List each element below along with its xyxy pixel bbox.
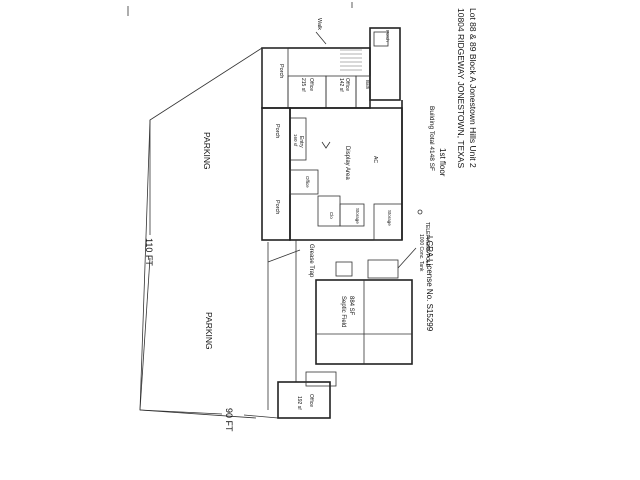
dimension-line bbox=[139, 257, 151, 411]
office-b-label: Office bbox=[344, 78, 350, 91]
grease-trap-box bbox=[335, 261, 353, 277]
small-office-annex bbox=[305, 371, 337, 387]
telephone-pole-label: TELEPHONE POLE bbox=[424, 222, 430, 268]
tank-box bbox=[367, 259, 399, 279]
display-area-label: Display Area bbox=[344, 146, 350, 180]
property-line bbox=[139, 47, 263, 419]
septic-area: 884 SF bbox=[348, 296, 354, 316]
grease-trap-label: Grease Trap bbox=[308, 244, 314, 278]
closet-label: Clo bbox=[329, 212, 334, 219]
walk-label: Walk bbox=[316, 18, 322, 30]
site-edge bbox=[267, 249, 301, 263]
walk-arrow bbox=[315, 31, 327, 45]
small-office-outline bbox=[277, 381, 331, 419]
stair-block-outline bbox=[369, 27, 401, 101]
header-address-line: 10804 RIDGEWAY JONESTOWN, TEXAS bbox=[456, 8, 466, 168]
tank-leader bbox=[397, 247, 417, 269]
office-a-outline bbox=[287, 75, 327, 109]
septic-label: Septic Field bbox=[340, 296, 346, 327]
parking-label-upper: PARKING bbox=[202, 132, 212, 170]
ac-note: AC bbox=[372, 156, 378, 163]
parking-label-lower: PARKING bbox=[204, 312, 214, 350]
entry-label: Entry bbox=[298, 136, 304, 148]
small-office-area: 192 sf bbox=[296, 396, 302, 410]
porch-top-label: Porch bbox=[278, 64, 284, 78]
storage-label: Storage bbox=[355, 208, 360, 224]
dimension-line bbox=[139, 409, 223, 415]
porch-small-label: Porch bbox=[385, 30, 390, 42]
closet-outline bbox=[317, 195, 341, 227]
door-swing bbox=[321, 141, 331, 149]
office-c-label: Office bbox=[305, 176, 310, 188]
dimension-line bbox=[243, 414, 279, 419]
dimension-110-ft: 110 FT bbox=[144, 238, 154, 266]
small-office-label: Office bbox=[308, 394, 314, 407]
telephone-pole-marker bbox=[417, 209, 423, 215]
header-building-total: Building Total 4148 SF bbox=[428, 106, 435, 171]
storage-outline bbox=[339, 203, 365, 227]
office-c-outline bbox=[289, 169, 319, 195]
stairs bbox=[340, 49, 362, 71]
bath-label: Bath bbox=[365, 80, 370, 90]
porch-small-box bbox=[373, 31, 389, 47]
header-lot-line: Lot 88 & 89 Block A Jonestown Hills Unit… bbox=[468, 8, 478, 168]
office-a-label: Office bbox=[308, 78, 314, 91]
porch-left-label: Porch bbox=[274, 124, 280, 138]
tank-label: 1000 Conc. Tank bbox=[418, 234, 424, 272]
office-a-area: 215 sf bbox=[300, 78, 306, 92]
porch-right-label: Porch bbox=[274, 200, 280, 214]
header-license: LCRA License No. S15299 bbox=[425, 236, 434, 332]
dimension-90-ft: 90 FT bbox=[224, 408, 234, 432]
storage-right-label: Storage bbox=[387, 210, 392, 226]
entry-area: 160 sf bbox=[293, 134, 298, 147]
header-floor: 1st floor bbox=[438, 148, 447, 177]
office-b-area: 142 sf bbox=[338, 78, 344, 92]
